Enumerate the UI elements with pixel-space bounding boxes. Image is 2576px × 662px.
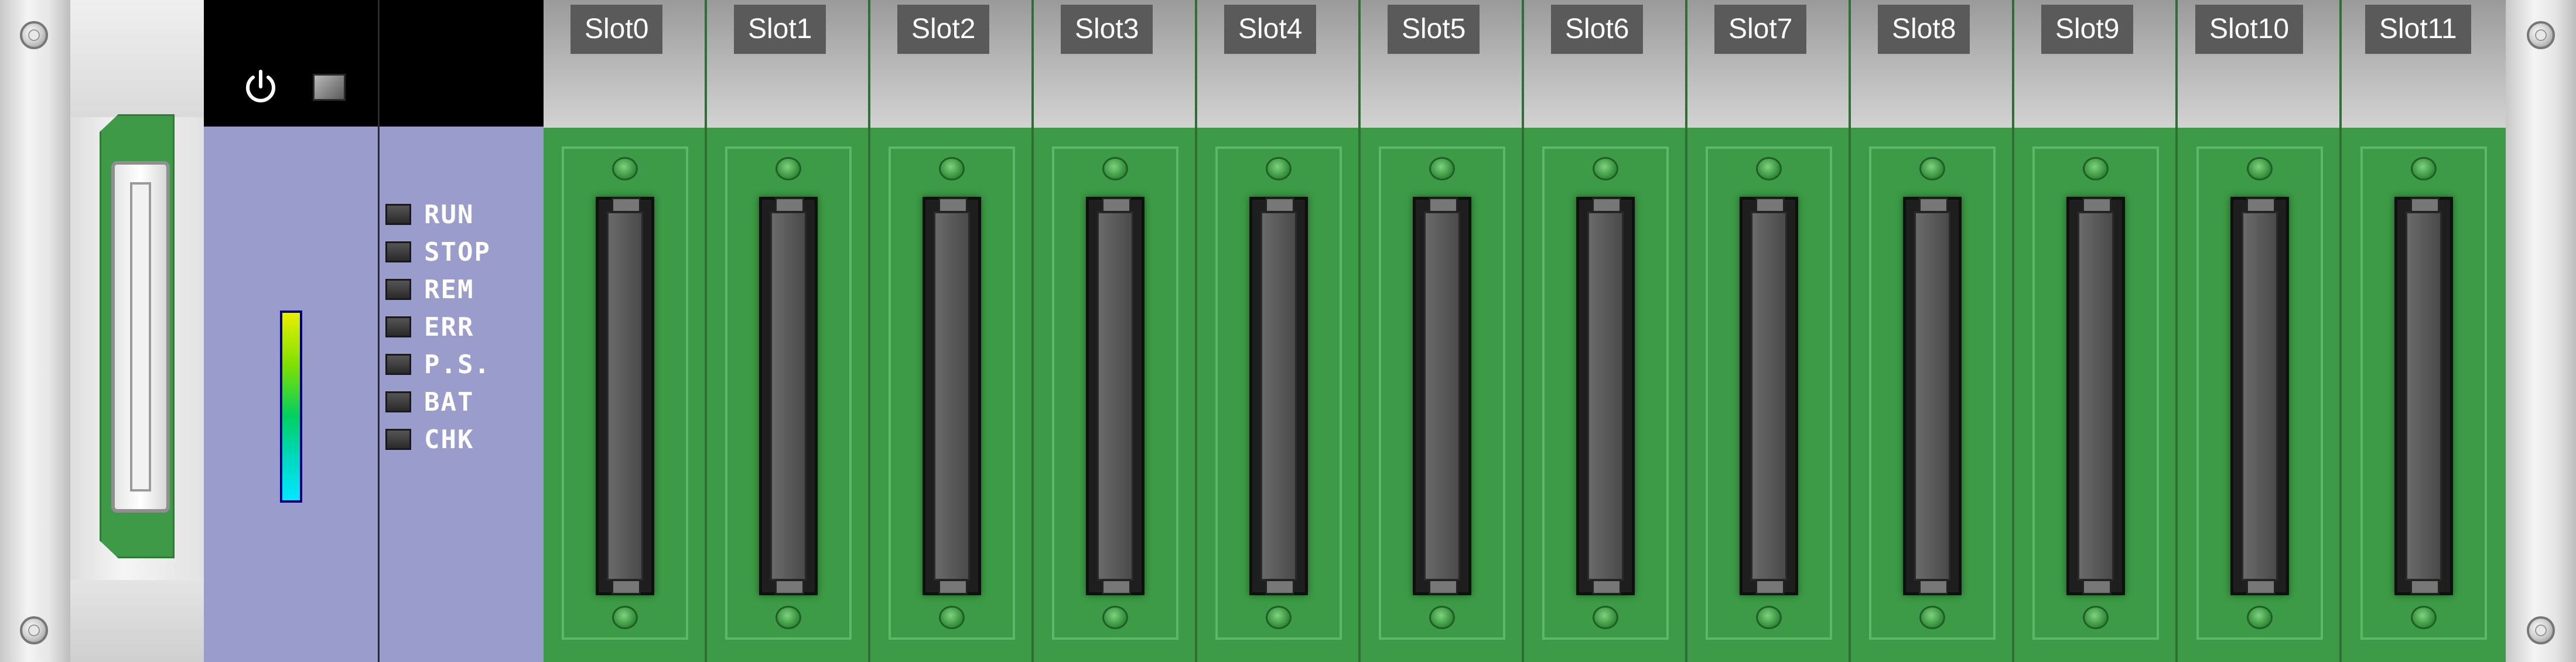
slot-11[interactable]: Slot11 [2342, 0, 2506, 662]
slot-label: Slot2 [897, 5, 990, 54]
slot-9[interactable]: Slot9 [2014, 0, 2178, 662]
led-icon [2411, 606, 2437, 629]
slot-label: Slot9 [2041, 5, 2134, 54]
led-icon [939, 157, 965, 180]
indicator-label: ERR [424, 312, 474, 342]
slot-2[interactable]: Slot2 [870, 0, 1034, 662]
indicator-label: P.S. [424, 350, 491, 380]
led-icon [385, 204, 411, 225]
led-icon [1756, 157, 1782, 180]
slot-label: Slot0 [570, 5, 663, 54]
led-icon [1919, 606, 1945, 629]
slot-label: Slot1 [734, 5, 826, 54]
indicator-label: RUN [424, 200, 474, 230]
led-icon [2247, 157, 2273, 180]
slot-1[interactable]: Slot1 [707, 0, 870, 662]
led-icon [2083, 157, 2109, 180]
led-icon [1266, 157, 1292, 180]
led-icon [1102, 157, 1128, 180]
slot-label: Slot8 [1878, 5, 1970, 54]
led-icon [2247, 606, 2273, 629]
connector-icon [2066, 197, 2125, 595]
cpu-module[interactable]: RUN STOP REM ERR P.S. BAT CHK [204, 0, 544, 662]
screw-icon [2527, 616, 2555, 644]
slot-label: Slot5 [1388, 5, 1480, 54]
connector-icon [1903, 197, 1962, 595]
indicator-label: CHK [424, 425, 474, 455]
slot-label: Slot6 [1551, 5, 1644, 54]
connector-icon [1413, 197, 1471, 595]
power-supply-module[interactable] [70, 0, 204, 662]
cpu-header [204, 0, 544, 127]
led-icon [385, 429, 411, 450]
slot-label: Slot10 [2195, 5, 2304, 54]
led-icon [2083, 606, 2109, 629]
slot-label: Slot4 [1224, 5, 1317, 54]
cpu-panel [204, 127, 544, 662]
led-icon [775, 157, 801, 180]
connector-icon [2230, 197, 2289, 595]
connector-icon [1249, 197, 1308, 595]
indicator-label: REM [424, 275, 474, 305]
slot-3[interactable]: Slot3 [1034, 0, 1197, 662]
led-icon [385, 241, 411, 262]
led-icon [1919, 157, 1945, 180]
screw-icon [20, 616, 48, 644]
led-icon [385, 354, 411, 375]
ribbon-connector-icon [111, 161, 170, 513]
connector-icon [923, 197, 981, 595]
screw-icon [20, 21, 48, 49]
led-icon [1102, 606, 1128, 629]
indicator-label: STOP [424, 237, 491, 267]
led-icon [385, 316, 411, 337]
slot-7[interactable]: Slot7 [1687, 0, 1851, 662]
led-icon [2411, 157, 2437, 180]
led-icon [1756, 606, 1782, 629]
led-icon [1266, 606, 1292, 629]
slot-8[interactable]: Slot8 [1851, 0, 2014, 662]
led-icon [385, 391, 411, 412]
led-icon [1593, 606, 1618, 629]
power-icon[interactable] [242, 69, 279, 105]
power-supply-bottom [70, 580, 204, 662]
connector-icon [1740, 197, 1798, 595]
led-icon [612, 606, 638, 629]
connector-icon [1086, 197, 1144, 595]
level-gauge [280, 310, 302, 503]
led-icon [1593, 157, 1618, 180]
led-icon [1429, 606, 1455, 629]
slot-0[interactable]: Slot0 [544, 0, 707, 662]
slot-10[interactable]: Slot10 [2178, 0, 2342, 662]
slot-4[interactable]: Slot4 [1197, 0, 1361, 662]
led-icon [1429, 157, 1455, 180]
reset-button[interactable] [313, 74, 346, 101]
slot-label: Slot7 [1714, 5, 1807, 54]
left-rail [0, 0, 70, 662]
screw-icon [2527, 21, 2555, 49]
connector-icon [2394, 197, 2453, 595]
led-icon [775, 606, 801, 629]
indicator-label: BAT [424, 387, 474, 417]
slot-label: Slot11 [2365, 5, 2471, 54]
led-icon [939, 606, 965, 629]
slot-6[interactable]: Slot6 [1524, 0, 1687, 662]
right-rail [2506, 0, 2576, 662]
led-icon [385, 279, 411, 300]
led-icon [612, 157, 638, 180]
power-supply-top [70, 0, 204, 117]
slot-label: Slot3 [1061, 5, 1153, 54]
connector-icon [1576, 197, 1635, 595]
slot-5[interactable]: Slot5 [1361, 0, 1524, 662]
connector-icon [596, 197, 654, 595]
connector-icon [759, 197, 818, 595]
